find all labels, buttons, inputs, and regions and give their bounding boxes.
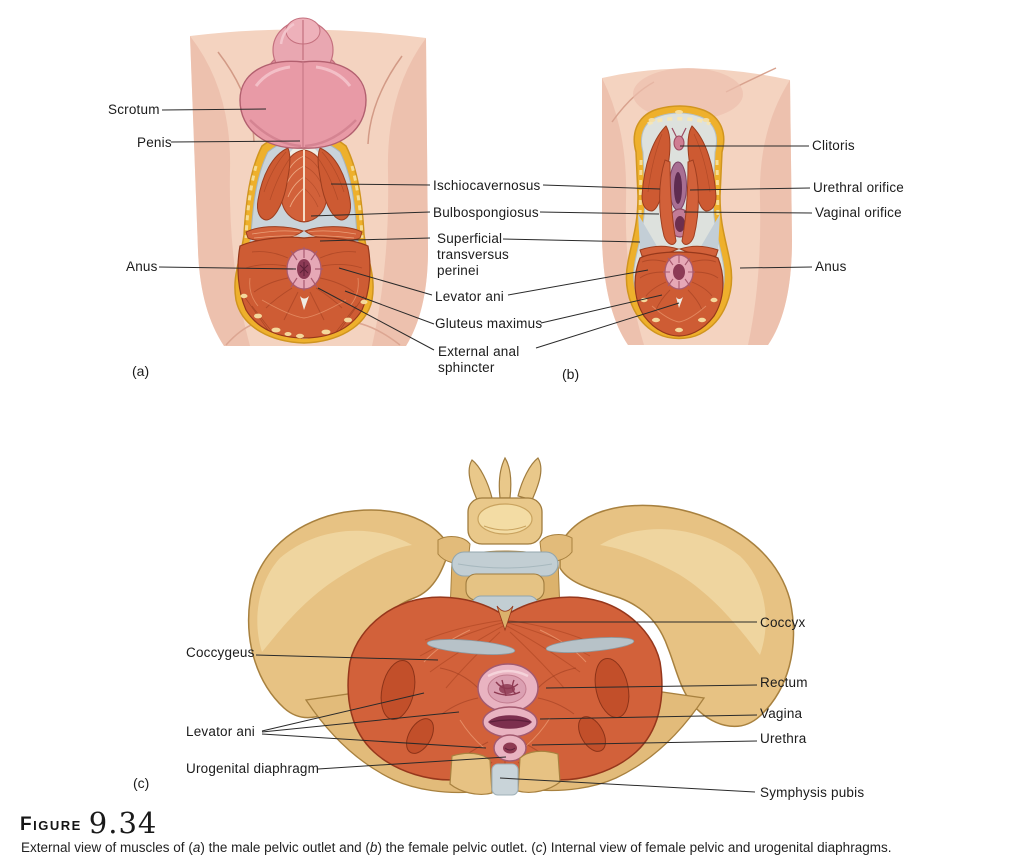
rectum-art <box>477 663 539 713</box>
label-symphysis-pubis: Symphysis pubis <box>760 785 865 800</box>
figure-number: 9.34 <box>88 806 158 840</box>
anus-female-art <box>663 254 695 308</box>
fat-dots-male <box>240 293 368 339</box>
female-perineum-art <box>602 67 792 345</box>
label-penis: Penis <box>137 135 172 150</box>
label-levator-ani-internal: Levator ani <box>186 724 255 739</box>
figure-caption: External view of muscles of (a) the male… <box>21 840 892 855</box>
label-vaginal-orifice: Vaginal orifice <box>815 205 902 220</box>
transversus-perinei-female-art <box>639 245 719 257</box>
bulbospongiosus-female-art <box>659 159 699 245</box>
label-anus-male: Anus <box>126 259 158 274</box>
pelvis-internal-art <box>247 456 795 796</box>
urethra-art <box>493 734 527 762</box>
panel-tag-a: (a) <box>132 363 150 379</box>
lower-mass-female-art <box>634 251 724 337</box>
panel-tag-b: (b) <box>562 366 580 382</box>
scrotum-art <box>239 60 367 149</box>
male-perineum-art <box>190 17 428 346</box>
figure-heading: Figure 9.34 <box>20 806 158 840</box>
label-scrotum: Scrotum <box>108 102 160 117</box>
label-superficial-transversus-perinei: Superficial transversus perinei <box>437 231 509 278</box>
symphysis-pubis-art <box>449 750 561 796</box>
label-coccyx: Coccyx <box>760 615 806 630</box>
vertebra-art <box>437 456 573 615</box>
label-gluteus-maximus: Gluteus maximus <box>435 316 543 331</box>
label-ischiocavernosus: Ischiocavernosus <box>433 178 541 193</box>
panel-tag-c: (c) <box>133 775 150 791</box>
anus-male-art <box>285 247 323 310</box>
label-urogenital-diaphragm: Urogenital diaphragm <box>186 761 320 776</box>
label-urethral-orifice: Urethral orifice <box>813 180 904 195</box>
label-coccygeus: Coccygeus <box>186 645 255 660</box>
fat-dots-female <box>640 110 718 333</box>
label-rectum: Rectum <box>760 675 808 690</box>
label-urethra: Urethra <box>760 731 807 746</box>
figure-word: Figure <box>20 814 82 835</box>
label-vagina: Vagina <box>760 706 803 721</box>
leader-lines <box>158 108 813 793</box>
label-external-anal-sphincter: External anal sphincter <box>438 344 520 375</box>
vagina-art <box>482 706 538 738</box>
bulbospongiosus-male-art <box>280 149 328 223</box>
label-levator-ani: Levator ani <box>435 289 504 304</box>
label-clitoris: Clitoris <box>812 138 855 153</box>
label-anus-female: Anus <box>815 259 847 274</box>
label-bulbospongiosus: Bulbospongiosus <box>433 205 539 220</box>
